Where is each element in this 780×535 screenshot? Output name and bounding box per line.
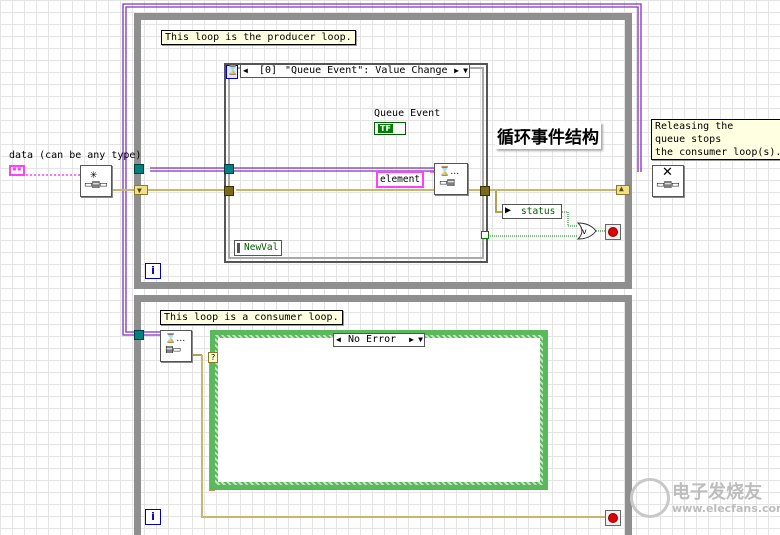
enqueue-element-node[interactable]: ⌛… ▭▤ [434,163,468,195]
case-decrement-arrow-icon[interactable]: ◀ [336,335,341,344]
event-case-index: [0] [259,65,278,76]
release-queue-comment: Releasing the queue stops the consumer l… [651,119,780,160]
obtain-queue-star-icon: ✳ [90,167,98,181]
case-decrement-arrow-icon[interactable]: ◀ [243,66,248,75]
producer-while-loop[interactable] [134,13,632,289]
producer-iteration-terminal: i [145,263,161,279]
consumer-iteration-terminal: i [145,509,161,525]
producer-loop-comment: This loop is the producer loop. [161,30,356,45]
shift-register-down-arrow-icon: ▼ [137,186,142,195]
case-structure-interior [218,338,540,482]
or-gate-node[interactable]: v [576,221,598,241]
enqueue-queue-icon: ▭▤ [439,178,455,188]
event-case-label: "Queue Event": Value Change [285,65,448,76]
event-data-node-handle [237,243,240,253]
error-case-structure[interactable] [210,330,548,490]
producer-stop-terminal [605,224,621,240]
queue-tunnel-producer [134,164,144,174]
status-arrow-icon: ▶ [505,205,512,216]
data-input-terminal[interactable]: ▪▪ [9,164,25,176]
data-variant-wire [26,171,434,176]
release-queue-icon: ▭▤▭ [656,180,679,190]
consumer-while-loop[interactable] [134,295,632,535]
case-dropdown-arrow-icon[interactable]: ▼ [418,335,423,344]
case-increment-arrow-icon[interactable]: ▶ [409,335,414,344]
queue-tunnel-event [224,164,234,174]
event-structure-hourglass-icon: ⌛ [226,65,238,79]
consumer-loop-comment: This loop is a consumer loop. [160,310,343,325]
dequeue-icon: ⌛… [165,334,186,344]
element-variant-terminal[interactable]: element [376,171,425,188]
error-shift-register-right [616,185,630,195]
consumer-stop-terminal [605,510,621,526]
error-shift-register-left [134,185,148,195]
status-unbundle-node[interactable]: ▶ status [502,204,562,219]
enqueue-icon: ⌛… [439,167,460,177]
release-queue-node[interactable]: ✕ ▭▤▭ [652,165,684,197]
dequeue-element-node[interactable]: ⌛… ▤▭ [160,330,192,362]
watermark-text-cn: 电子发烧友 [672,482,762,503]
watermark-text-en: www.elecfans.com [672,502,780,515]
consumer-case-label: No Error [348,334,397,345]
case-dropdown-arrow-icon[interactable]: ▼ [463,66,468,75]
queue-reference-wire [122,3,642,336]
watermark-logo-icon [630,478,670,518]
variant-dots-icon: ▪▪ [12,164,22,173]
obtain-queue-node[interactable]: ✳ ▭▤▭ [80,165,112,197]
status-label: status [521,206,556,217]
case-selector-terminal: ? [208,352,218,363]
error-tunnel-event-left [224,186,234,196]
queue-tunnel-consumer [134,330,144,340]
event-case-selector[interactable]: ◀ [0] "Queue Event": Value Change ▶ ▼ [240,64,470,78]
event-data-newval: NewVal [244,242,279,253]
event-data-node[interactable]: NewVal [234,240,282,256]
svg-text:v: v [582,227,587,236]
bool-tunnel-event-right [481,231,489,239]
bool-type-badge: TF [378,124,393,133]
boolean-wire [486,211,606,237]
consumer-case-selector[interactable]: ◀ No Error ▶ ▼ [333,333,425,347]
dequeue-queue-icon: ▤▭ [165,345,181,355]
error-tunnel-event-right [480,186,490,196]
chinese-annotation: 循环事件结构 [495,122,601,149]
case-increment-arrow-icon[interactable]: ▶ [454,66,459,75]
queue-event-control-label: Queue Event [374,108,441,119]
release-x-icon: ✕ [662,165,673,180]
shift-register-up-arrow-icon: ▲ [619,184,624,193]
queue-event-bool-terminal[interactable]: TF [374,122,406,135]
obtain-queue-icon: ▭▤▭ [84,180,107,190]
data-input-label: data (can be any type) [9,150,142,161]
